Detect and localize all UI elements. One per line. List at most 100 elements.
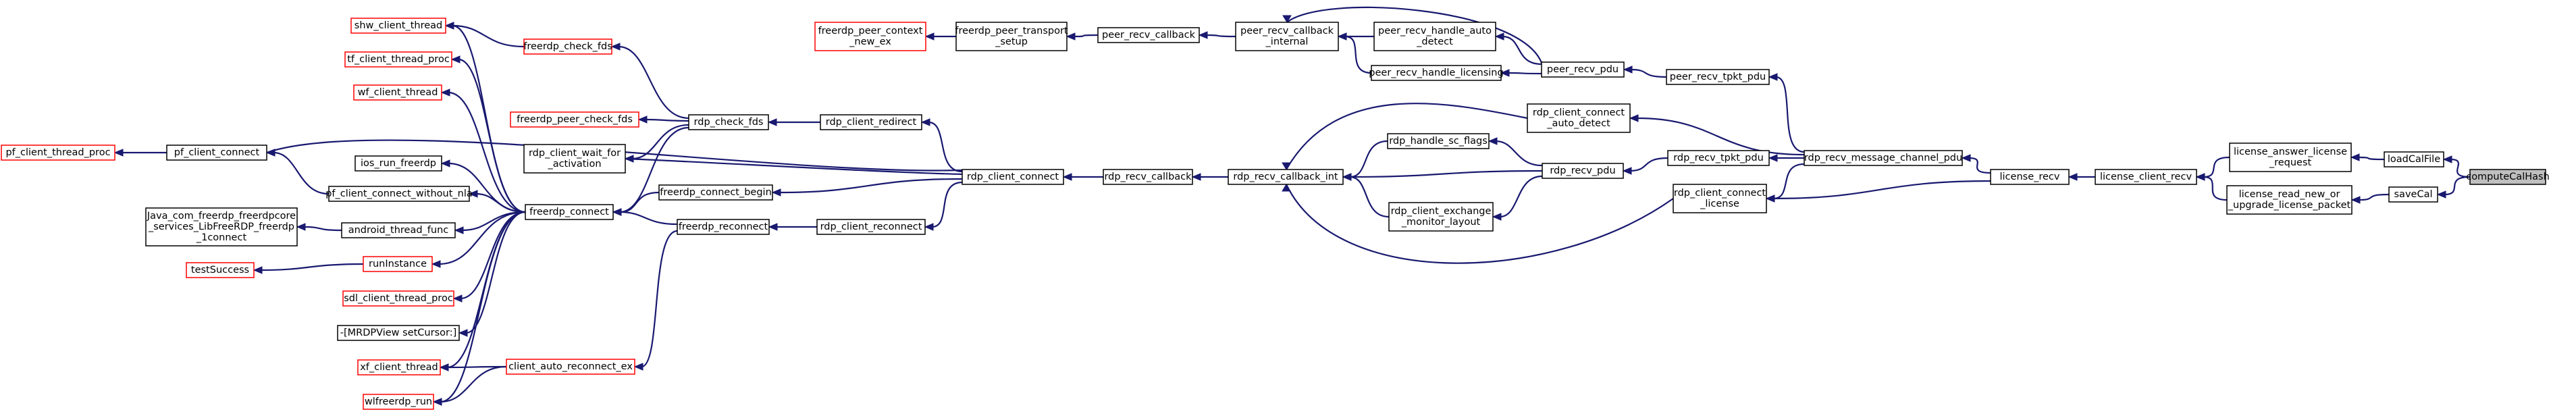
node-runInstance[interactable]: runInstance [363,256,433,272]
node-license_recv[interactable]: license_recv [1990,169,2070,185]
node-label: license_client_recv [2100,172,2192,182]
node-label: rdp_handle_sc_flags [1389,136,1488,147]
arrowhead-rdp_recv_tpkt_pdu [1768,154,1778,162]
node-label: rdp_client_reconnect [820,222,922,232]
node-client_auto_reconnect_ex[interactable]: client_auto_reconnect_ex [506,359,635,375]
node-label: peer_recv_callback [1240,26,1334,36]
node-freerdp_connect_begin[interactable]: freerdp_connect_begin [658,184,773,201]
node-freerdp_peer_transport_setup[interactable]: freerdp_peer_transport_setup [955,22,1068,51]
node-label: saveCal [2394,189,2433,200]
node-rdp_client_reconnect[interactable]: rdp_client_reconnect [816,219,926,235]
node-box [145,207,298,246]
node-shw_client_thread[interactable]: shw_client_thread [350,18,446,34]
node-pf_client_connect[interactable]: pf_client_connect [166,145,267,161]
node-peer_recv_handle_auto_detect[interactable]: peer_recv_handle_auto_detect [1373,22,1496,51]
node-MRDPView_setCursor[interactable]: -[MRDPView setCursor:] [337,325,460,341]
node-label: peer_recv_tpkt_pdu [1670,72,1766,82]
node-peer_recv_callback[interactable]: peer_recv_callback [1097,27,1200,43]
node-label: wf_client_thread [358,87,438,98]
node-peer_recv_tpkt_pdu[interactable]: peer_recv_tpkt_pdu [1666,69,1770,85]
node-freerdp_connect[interactable]: freerdp_connect [525,204,614,220]
node-peer_recv_pdu[interactable]: peer_recv_pdu [1541,61,1625,78]
node-wlfreerdp_run[interactable]: wlfreerdp_run [363,394,434,410]
node-rdp_handle_sc_flags[interactable]: rdp_handle_sc_flags [1387,133,1490,149]
node-rdp_client_redirect[interactable]: rdp_client_redirect [820,114,922,130]
node-rdp_client_connect_auto_detect[interactable]: rdp_client_connect_auto_detect [1527,103,1631,133]
node-label: rdp_client_exchange [1391,206,1492,217]
arrowhead-peer_recv_callback [1198,31,1208,39]
edges-layer [113,6,2471,406]
node-saveCal[interactable]: saveCal [2388,186,2438,203]
node-android_thread_func[interactable]: android_thread_func [341,222,456,238]
node-peer_recv_handle_licensing[interactable]: peer_recv_handle_licensing [1369,65,1504,81]
edge-rdp_check_fds-to-freerdp_peer_check_fds [645,118,689,122]
node-Java_com_freerdp_freerdpcore_services_LibFreeRDP_freerdp_1connect[interactable]: Java_com_freerdp_freerdpcore_services_Li… [145,207,298,246]
edge-peer_recv_tpkt_pdu-to-peer_recv_pdu [1630,68,1667,78]
node-loadCalFile[interactable]: loadCalFile [2384,151,2444,167]
node-box [1673,184,1767,213]
node-box [814,22,926,51]
edge-license_read_new_or_upgrade_license_packet-to-license_client_recv [2203,176,2228,201]
node-tf_client_thread_proc[interactable]: tf_client_thread_proc [344,51,452,68]
node-label: client_auto_reconnect_ex [508,361,633,372]
node-pf_client_connect_without_nla[interactable]: pf_client_connect_without_nla [325,186,473,202]
node-wf_client_thread[interactable]: wf_client_thread [353,84,442,101]
node-label: freerdp_reconnect [679,222,768,232]
edge-computeCalHash-to-loadCalFile [2450,158,2471,178]
node-label: pf_client_connect [174,147,260,158]
node-label: _auto_detect [1546,118,1610,129]
node-sdl_client_thread_proc[interactable]: sdl_client_thread_proc [342,290,454,307]
arrowhead-license_read_new_or_upgrade_license_packet [2350,196,2361,204]
node-rdp_client_exchange_monitor_layout[interactable]: rdp_client_exchange_monitor_layout [1388,202,1494,232]
node-freerdp_peer_check_fds[interactable]: freerdp_peer_check_fds [510,111,639,128]
node-license_answer_license_request[interactable]: license_answer_license_request [2229,142,2352,172]
node-rdp_recv_pdu[interactable]: rdp_recv_pdu [1542,163,1624,179]
node-box [363,256,433,272]
node-label: _upgrade_license_packet [2228,200,2351,211]
node-rdp_recv_tpkt_pdu[interactable]: rdp_recv_tpkt_pdu [1667,150,1770,166]
node-box [328,186,470,202]
node-rdp_check_fds[interactable]: rdp_check_fds [688,114,769,130]
arrowhead-peer_recv_handle_auto_detect [1494,32,1504,41]
node-peer_recv_callback_internal[interactable]: peer_recv_callback_internal [1235,22,1339,51]
node-rdp_client_connect[interactable]: rdp_client_connect [962,169,1064,185]
node-freerdp_reconnect[interactable]: freerdp_reconnect [677,219,770,235]
edge-freerdp_reconnect-to-freerdp_connect [619,211,678,226]
arrowhead-rdp_check_fds [767,118,777,126]
node-label: _internal [1265,36,1309,47]
node-license_read_new_or_upgrade_license_packet[interactable]: license_read_new_or_upgrade_license_pack… [2226,185,2352,215]
node-rdp_client_wait_for_activation[interactable]: rdp_client_wait_for_activation [523,144,626,174]
node-box [677,219,770,235]
node-rdp_recv_callback_int[interactable]: rdp_recv_callback_int [1228,169,1344,185]
node-box [341,222,456,238]
node-box [337,325,460,341]
node-box [344,51,452,68]
node-ios_run_freerdp[interactable]: ios_run_freerdp [354,155,442,172]
edge-computeCalHash-to-saveCal [2444,176,2471,196]
node-label: rdp_client_connect [1533,107,1625,118]
node-computeCalHash[interactable]: computeCalHash [2466,169,2550,185]
edge-rdp_recv_message_channel_pdu-to-rdp_client_connect_auto_detect [1636,117,1805,156]
node-box [2469,169,2546,185]
node-rdp_recv_callback[interactable]: rdp_recv_callback [1103,169,1193,185]
edge-rdp_recv_message_channel_pdu-to-peer_recv_tpkt_pdu [1775,76,1805,153]
node-box [357,359,441,375]
node-rdp_client_connect_license[interactable]: rdp_client_connect_license [1673,184,1767,213]
node-freerdp_check_fds[interactable]: freerdp_check_fds [523,38,612,55]
arrowhead-rdp_recv_message_channel_pdu [1961,154,1971,162]
edge-rdp_client_connect_license-to-rdp_recv_callback_int [1286,184,1674,264]
node-testSuccess[interactable]: testSuccess [186,262,255,278]
node-xf_client_thread[interactable]: xf_client_thread [357,359,441,375]
node-label: peer_recv_callback [1102,30,1196,41]
node-label: peer_recv_handle_auto [1378,26,1492,36]
node-freerdp_peer_context_new_ex[interactable]: freerdp_peer_context_new_ex [814,22,926,51]
node-rdp_recv_message_channel_pdu[interactable]: rdp_recv_message_channel_pdu [1804,150,1963,166]
node-label: _services_LibFreeRDP_freerdp [148,222,294,232]
node-box [2095,169,2197,185]
node-label: wlfreerdp_run [365,396,432,407]
edge-freerdp_connect-to-wf_client_thread [448,91,526,213]
node-box [1373,22,1496,51]
node-license_client_recv[interactable]: license_client_recv [2095,169,2197,185]
node-pf_client_thread_proc[interactable]: pf_client_thread_proc [1,145,115,161]
node-label: _new_ex [849,36,891,47]
